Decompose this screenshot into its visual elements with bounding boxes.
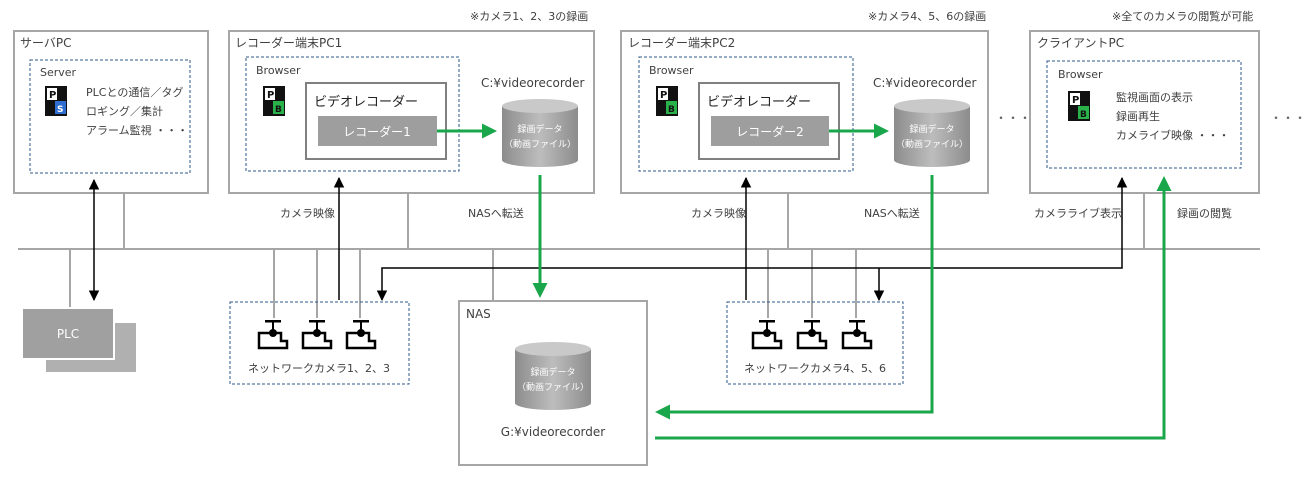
live-display-route <box>376 176 1128 302</box>
network-camera-3-icon <box>345 320 377 350</box>
client-pc: クライアントPC Browser 監視画面の表示 録画再生 カメライブ映像 ・・… <box>1029 30 1260 194</box>
recorder-1-button[interactable] <box>318 116 437 146</box>
pc2-db-line-1: 録画データ <box>909 123 954 135</box>
label-camera-video-2: カメラ映像 <box>691 207 746 220</box>
recorder-2-label: レコーダー2 <box>736 124 804 139</box>
green-arrows <box>437 123 1172 440</box>
label-camera-video-1: カメラ映像 <box>280 207 335 220</box>
server-inner-label: Server <box>40 66 77 79</box>
label-nas-transfer-2: NASへ転送 <box>864 206 920 220</box>
pc2-video-recorder-label: ビデオレコーダー <box>707 94 811 110</box>
black-arrows <box>88 176 1128 302</box>
nas-to-client-arrow <box>655 176 1172 440</box>
pc1-app-icon <box>263 86 285 116</box>
note-pc1: ※カメラ1、2、3の録画 <box>470 9 588 23</box>
nas-db-line-1: 録画データ <box>530 366 575 378</box>
label-nas-transfer-1: NASへ転送 <box>468 206 524 220</box>
server-inner-box <box>29 59 191 174</box>
recorder-pc1: レコーダー端末PC1 Browser ビデオレコーダー レコーダー1 C:¥vi… <box>228 30 595 194</box>
server-line-3: アラーム監視 ・・・ <box>86 123 188 137</box>
pc2-app-icon <box>656 86 678 116</box>
camera-group-1: ネットワークカメラ1、2、3 <box>229 301 410 385</box>
note-pc2: ※カメラ4、5、6の録画 <box>868 9 986 23</box>
client-pc-title: クライアントPC <box>1037 36 1124 50</box>
client-line-2: 録画再生 <box>1116 109 1160 123</box>
pc2-drive-label: C:¥videorecorder <box>873 76 977 90</box>
pc1-browser-label: Browser <box>256 64 301 77</box>
pc2-browser-box <box>638 56 854 172</box>
client-browser-box <box>1046 60 1242 169</box>
pc2-browser-label: Browser <box>649 64 694 77</box>
pc2-database-icon: 録画データ （動画ファイル） <box>894 99 970 167</box>
recorder-2-button[interactable] <box>711 116 829 146</box>
label-view-recording: 録画の閲覧 <box>1177 206 1232 220</box>
recorder-pc1-title: レコーダー端末PC1 <box>235 35 342 50</box>
pc2-to-nas-arrow <box>655 175 934 420</box>
server-pc-title: サーバPC <box>20 36 72 50</box>
plc-label: PLC <box>57 327 79 341</box>
nas: NAS 録画データ （動画ファイル） G:¥videorecorder <box>458 300 648 466</box>
nas-database-icon: 録画データ （動画ファイル） <box>515 342 591 410</box>
server-line-2: ロギング／集計 <box>86 104 163 118</box>
client-app-icon <box>1068 91 1090 121</box>
client-line-3: カメライブ映像 ・・・ <box>1116 128 1230 142</box>
nas-title: NAS <box>466 307 491 321</box>
network-camera-6-icon <box>841 320 873 350</box>
network-camera-1-icon <box>257 320 289 350</box>
nas-drive-label: G:¥videorecorder <box>501 425 605 439</box>
recorder-1-label: レコーダー1 <box>343 124 411 139</box>
label-camera-live: カメラライブ表示 <box>1034 206 1122 220</box>
nas-db-line-2: （動画ファイル） <box>517 382 589 393</box>
pc1-video-recorder-label: ビデオレコーダー <box>314 94 418 110</box>
pc1-browser-box <box>245 56 460 172</box>
network-camera-2-icon <box>301 320 333 350</box>
camera-group-2-label: ネットワークカメラ4、5、6 <box>744 362 886 375</box>
server-app-icon <box>45 86 67 116</box>
note-client: ※全てのカメラの閲覧が可能 <box>1112 9 1253 23</box>
camera-group-1-label: ネットワークカメラ1、2、3 <box>248 362 390 375</box>
ellipsis-middle: ・・・ <box>995 111 1031 125</box>
server-pc: サーバPC Server PLCとの通信／タグ ロギング／集計 アラーム監視 ・… <box>13 30 209 194</box>
plc: PLC <box>21 307 138 374</box>
pc1-db-line-1: 録画データ <box>517 123 562 135</box>
client-browser-label: Browser <box>1058 68 1103 81</box>
bus-drops <box>69 193 1145 318</box>
recorder-pc2-title: レコーダー端末PC2 <box>628 35 735 50</box>
network-camera-5-icon <box>796 320 828 350</box>
recorder-pc2: レコーダー端末PC2 Browser ビデオレコーダー レコーダー2 C:¥vi… <box>620 30 989 194</box>
network-camera-4-icon <box>751 320 783 350</box>
camera-group-2: ネットワークカメラ4、5、6 <box>726 301 904 385</box>
pc1-drive-label: C:¥videorecorder <box>481 76 585 90</box>
pc2-db-line-2: （動画ファイル） <box>896 139 968 150</box>
pc1-database-icon: 録画データ （動画ファイル） <box>502 99 578 167</box>
client-line-1: 監視画面の表示 <box>1116 90 1193 104</box>
ellipsis-right: ・・・ <box>1270 111 1303 125</box>
pc1-db-line-2: （動画ファイル） <box>504 139 576 150</box>
server-line-1: PLCとの通信／タグ <box>86 85 183 99</box>
